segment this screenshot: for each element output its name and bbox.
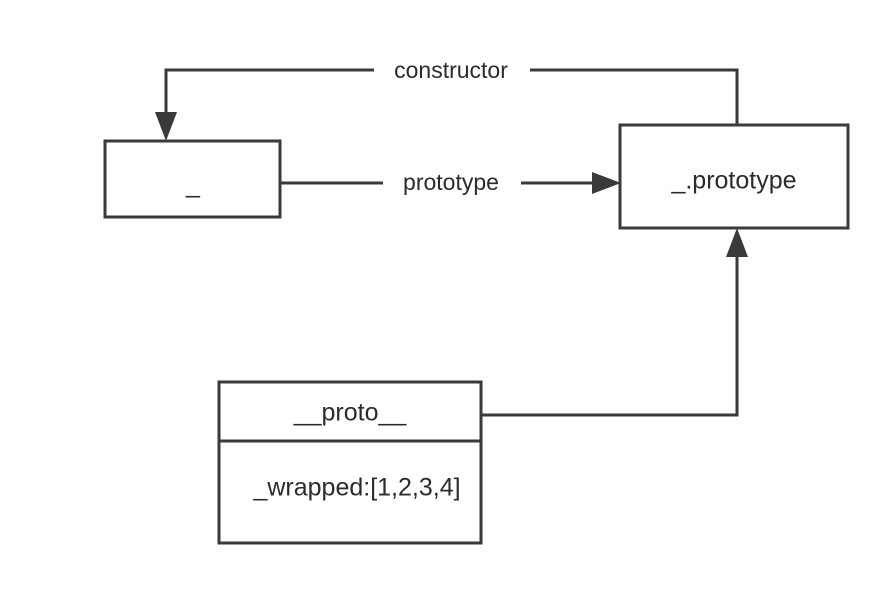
proto-edge-line <box>481 253 739 417</box>
edge-prototype: prototype <box>280 169 621 196</box>
edge-proto <box>481 228 748 417</box>
node-instance-body-label: _wrapped:[1,2,3,4] <box>252 474 460 502</box>
prototype-arrowhead-icon <box>592 172 621 194</box>
edge-constructor: constructor <box>155 57 739 141</box>
prototype-label-backdrop <box>383 170 521 196</box>
node-underscore-label: _ <box>185 171 201 199</box>
constructor-label-backdrop <box>374 58 530 84</box>
proto-arrowhead-icon <box>726 228 748 257</box>
node-underscore[interactable]: _ <box>103 139 282 219</box>
node-instance-header-label: __proto__ <box>293 399 408 427</box>
node-instance-box[interactable] <box>217 380 483 545</box>
constructor-arrowhead-icon <box>155 112 177 141</box>
edge-label-prototype: prototype <box>403 169 499 195</box>
node-underscore-box[interactable] <box>103 139 282 219</box>
node-underscore-prototype[interactable]: _.prototype <box>618 123 850 230</box>
node-instance[interactable]: __proto__ _wrapped:[1,2,3,4] <box>217 380 483 545</box>
node-underscore-prototype-box[interactable] <box>618 123 850 230</box>
node-underscore-prototype-label: _.prototype <box>670 167 796 195</box>
edge-label-constructor: constructor <box>394 57 508 83</box>
